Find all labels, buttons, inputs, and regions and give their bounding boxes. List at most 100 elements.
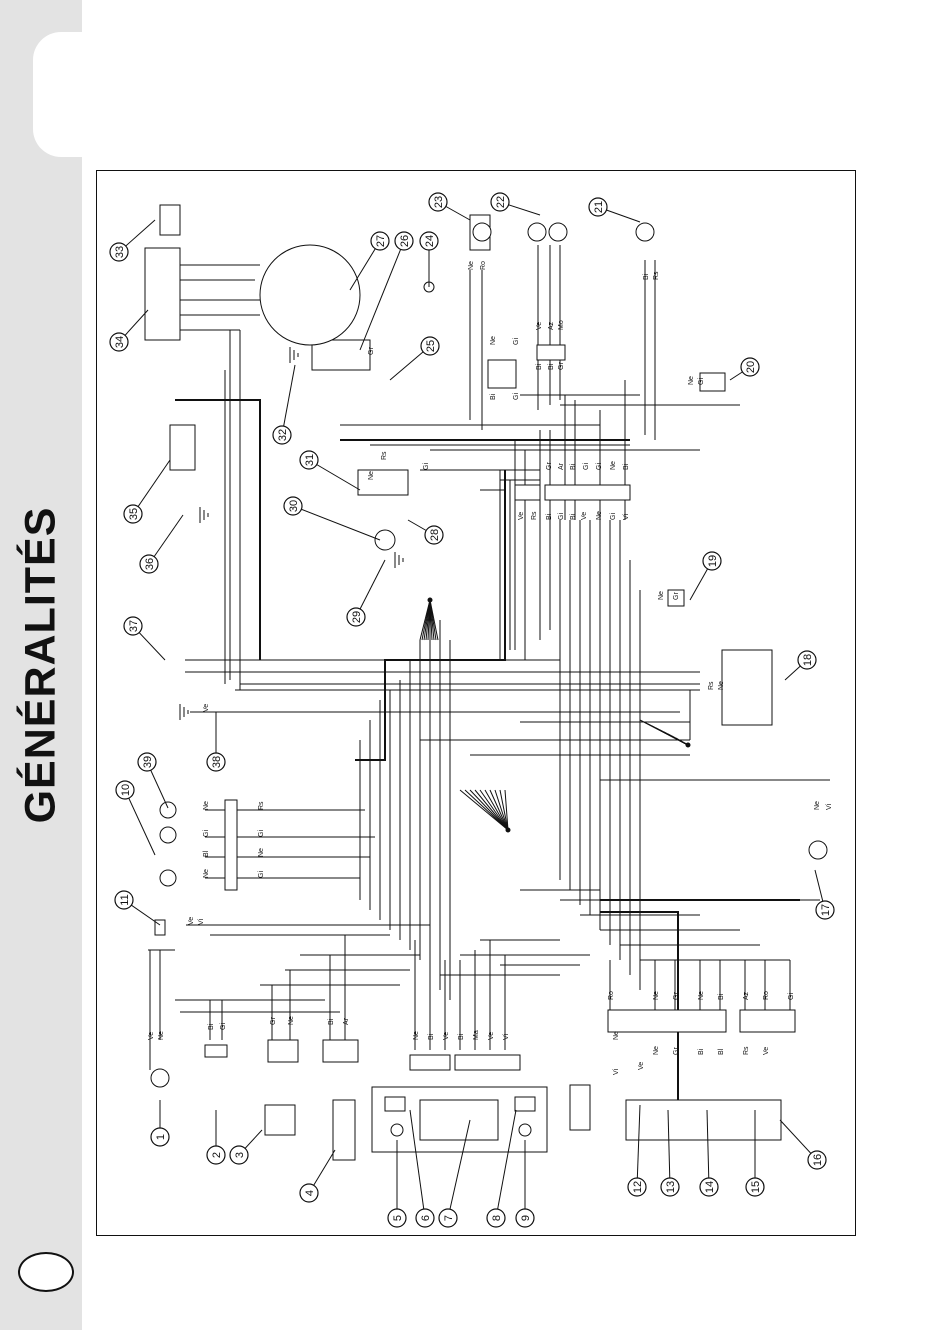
callout-number: 23 xyxy=(433,196,445,208)
starter-motor xyxy=(374,529,396,551)
callout-number: 15 xyxy=(750,1181,762,1193)
wire-label: Ve xyxy=(203,704,210,712)
regulator-18 xyxy=(721,649,773,726)
callout-circle xyxy=(272,425,292,445)
callout-circle xyxy=(588,197,608,217)
wire-label: Gi xyxy=(583,463,590,470)
callout-number: 11 xyxy=(119,894,131,905)
junction-dot xyxy=(427,597,433,603)
wire-label: Ne xyxy=(203,801,210,810)
callout-circle xyxy=(387,1208,407,1228)
wire-label: Vi xyxy=(826,803,833,810)
fan-wire xyxy=(494,789,509,831)
bus-line xyxy=(600,911,679,1110)
callout-number: 5 xyxy=(392,1215,404,1221)
callout-leader xyxy=(447,1119,471,1219)
wire-label: Gi xyxy=(258,871,265,878)
callout-leader xyxy=(495,1109,517,1219)
page-tab xyxy=(33,32,93,157)
wire-label: Ne xyxy=(688,376,695,385)
fan-wire xyxy=(459,789,509,831)
callout-number: 12 xyxy=(632,1181,644,1193)
junction-dot xyxy=(685,742,691,748)
callout-circle xyxy=(420,336,440,356)
callout-number: 13 xyxy=(665,1181,677,1193)
wire-label: Ne xyxy=(613,1031,620,1040)
callout-circle xyxy=(123,504,143,524)
callout-circle xyxy=(206,1145,226,1165)
connector xyxy=(454,1054,521,1071)
callout-circle xyxy=(699,1177,719,1197)
callout-number: 35 xyxy=(128,508,140,520)
wire-label: Gi xyxy=(788,993,795,1000)
callout-leader xyxy=(409,1109,426,1219)
coil-module xyxy=(169,424,196,471)
callout-circle xyxy=(139,554,159,574)
lamp xyxy=(159,826,177,844)
callout-number: 27 xyxy=(375,235,387,247)
wire-label: Gi xyxy=(258,830,265,837)
wire-label: Rs xyxy=(258,801,265,810)
callout-number: 37 xyxy=(128,620,140,632)
callout-circle xyxy=(346,607,366,627)
wire-label: Gi xyxy=(203,830,210,837)
callout-number: 4 xyxy=(304,1190,316,1196)
wire-label: Ne xyxy=(814,801,821,810)
wire-label: Ne xyxy=(653,1046,660,1055)
lamp xyxy=(527,222,547,242)
connector xyxy=(514,484,541,501)
indicator-6 xyxy=(384,1096,406,1112)
fan-wire xyxy=(479,789,509,831)
wire-label: Ro xyxy=(763,991,770,1000)
lamp-5 xyxy=(390,1123,404,1137)
fan-wire xyxy=(489,789,509,831)
callout-number: 26 xyxy=(399,235,411,247)
callout-number: 32 xyxy=(277,429,289,441)
wire-label: Gr xyxy=(673,992,680,1000)
fan-wire xyxy=(464,789,509,831)
wire-label: Gi xyxy=(513,338,520,345)
callout-circle xyxy=(299,450,319,470)
fan-wire xyxy=(484,789,509,831)
callout-circle xyxy=(438,1208,458,1228)
wire-label: Ar xyxy=(558,462,565,470)
instrument-block xyxy=(144,247,181,341)
bus-line xyxy=(175,399,261,660)
wire-label: Bi xyxy=(643,273,650,280)
wire-label: Gr xyxy=(368,347,375,355)
callout-circle xyxy=(807,1150,827,1170)
wire-label: Rs xyxy=(381,451,388,460)
callout-number: 24 xyxy=(424,235,436,247)
wire-label: Ne xyxy=(653,991,660,1000)
wire-label: Ne xyxy=(698,991,705,1000)
wire-label: Ne xyxy=(490,336,497,345)
wire-label: Bi xyxy=(208,1023,215,1030)
connector xyxy=(544,484,631,501)
wire-label: Bi xyxy=(458,1033,465,1040)
wire-label: Bi xyxy=(548,363,555,370)
callout-number: 31 xyxy=(304,454,316,466)
callout-leader xyxy=(292,505,381,541)
wire-label: Ve xyxy=(763,1047,770,1055)
wire-label: Gi xyxy=(558,513,565,520)
wire-label: Ne xyxy=(203,869,210,878)
callout-circle xyxy=(109,242,129,262)
wire-label: Bl xyxy=(203,850,210,857)
callout-leader xyxy=(636,1104,641,1188)
wire-label: Bi xyxy=(570,463,577,470)
callout-number: 30 xyxy=(288,500,300,512)
callout-circle xyxy=(815,900,835,920)
wire-label: Az xyxy=(548,321,555,330)
wire-label: Mo xyxy=(558,320,565,330)
horn-11 xyxy=(154,919,166,936)
wire-label: Ne xyxy=(288,1016,295,1025)
wire-label: Vi xyxy=(198,918,205,925)
wire-label: Ro xyxy=(480,261,487,270)
callout-number: 38 xyxy=(211,756,223,768)
wire-label: Bi xyxy=(428,1033,435,1040)
display-7 xyxy=(419,1099,499,1141)
wire-label: Rs xyxy=(531,511,538,520)
callout-circle xyxy=(137,752,157,772)
sensor-4 xyxy=(332,1099,356,1161)
